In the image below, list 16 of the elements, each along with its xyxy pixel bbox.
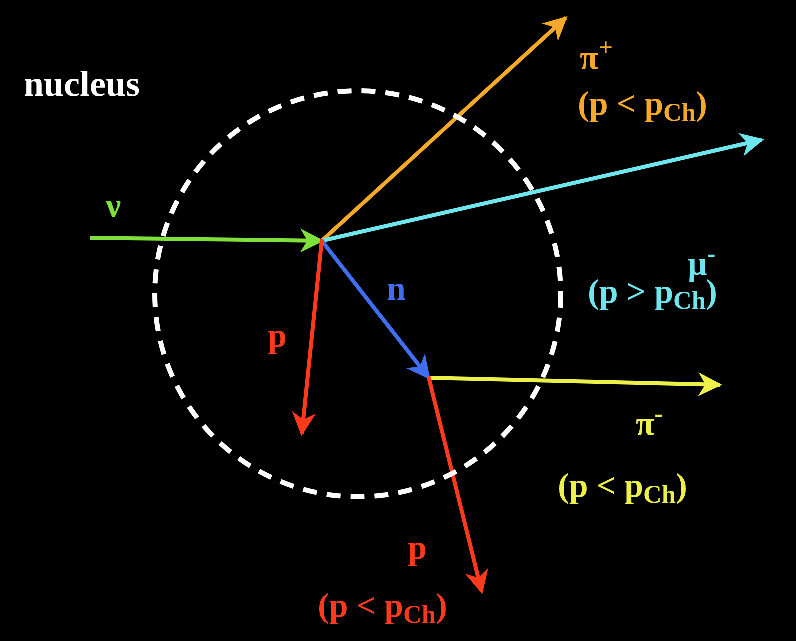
edge-label: p xyxy=(408,532,427,566)
edge-label: p xyxy=(268,320,287,354)
vertex-point xyxy=(427,376,431,380)
edge-label: π$^{+}$ xyxy=(580,42,614,76)
edge-label: n xyxy=(387,273,406,307)
arrow xyxy=(427,378,488,594)
arrow xyxy=(322,133,764,243)
momentum-condition: (p < p$_{Ch}$) xyxy=(578,88,708,122)
edge-label: π$^{-}$ xyxy=(636,408,664,442)
momentum-condition: (p < p$_{Ch}$) xyxy=(318,590,448,624)
arrow xyxy=(428,372,722,396)
edge-label: ν xyxy=(106,190,122,224)
nucleus-heading: nucleus xyxy=(24,66,140,102)
vertex-point xyxy=(320,239,324,243)
momentum-condition: (p < p$_{Ch}$) xyxy=(558,470,688,504)
arrow xyxy=(292,240,324,436)
